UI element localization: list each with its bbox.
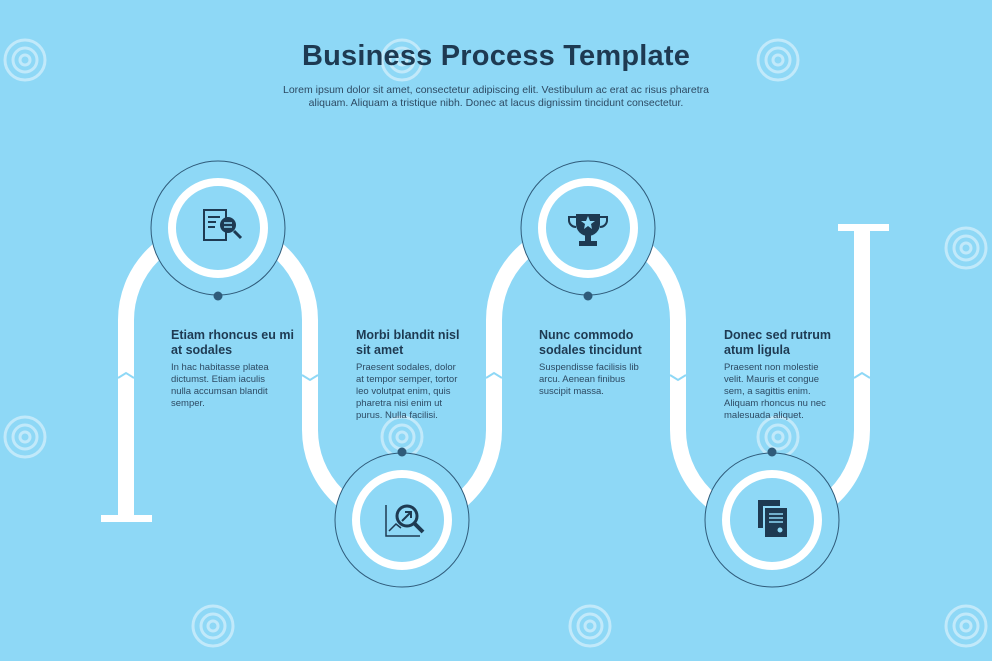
chart-magnifier-icon <box>385 504 425 537</box>
step-4-description: Praesent non molestie velit. Mauris et c… <box>724 362 826 421</box>
watermark-spiral-icon <box>568 604 612 648</box>
path-chevron <box>117 371 135 379</box>
watermark-spiral-icon <box>380 38 424 82</box>
trophy-icon <box>568 214 608 246</box>
step-node-4 <box>704 447 840 588</box>
document-search-icon <box>203 209 243 241</box>
path-chevron <box>669 374 687 382</box>
watermark-spiral-icon <box>756 415 800 459</box>
step-node-1 <box>150 160 286 301</box>
path-chevron <box>853 371 871 379</box>
watermark-spiral-icon <box>191 604 235 648</box>
watermark-spiral-icon <box>944 604 988 648</box>
documents-icon <box>758 500 789 539</box>
step-2-title: Morbi blandit nisl sit amet <box>356 328 460 357</box>
watermark-spiral-icon <box>3 38 47 82</box>
step-2-description: Praesent sodales, dolor at tempor semper… <box>356 362 458 421</box>
watermark-spiral-icon <box>3 415 47 459</box>
step-3-title: Nunc commodo sodales tincidunt <box>539 328 642 357</box>
page-subtitle: Lorem ipsum dolor sit amet, consectetur … <box>282 84 710 109</box>
step-node-3 <box>520 160 656 301</box>
step-node-2 <box>334 447 470 588</box>
path-chevron <box>485 371 503 379</box>
node-dot <box>213 291 223 301</box>
path-markers <box>117 371 871 382</box>
watermark-spiral-icon <box>756 38 800 82</box>
step-1-description: In hac habitasse platea dictumst. Etiam … <box>171 362 269 409</box>
step-1-title: Etiam rhoncus eu mi at sodales <box>171 328 294 357</box>
node-dot <box>397 447 407 457</box>
step-3-description: Suspendisse facilisis lib arcu. Aenean f… <box>539 362 639 397</box>
path-end-cap <box>838 224 889 231</box>
page-title: Business Process Template <box>301 40 691 72</box>
watermark-spiral-icon <box>944 226 988 270</box>
step-4-title: Donec sed rutrum atum ligula <box>724 328 831 357</box>
path-chevron <box>301 374 319 382</box>
node-dot <box>583 291 593 301</box>
node-dot <box>767 447 777 457</box>
path-start-cap <box>101 515 152 522</box>
